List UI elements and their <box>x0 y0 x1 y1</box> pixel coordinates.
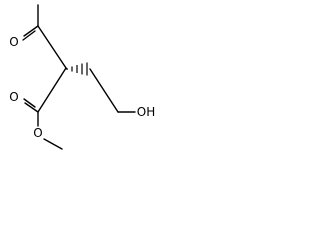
stereo-hashed-wedge <box>66 62 88 76</box>
hydroxyl-label: OH <box>137 105 155 119</box>
molecule-structure: O O O OH <box>9 4 155 150</box>
ester-carbonyl-oxygen-label: O <box>9 90 18 104</box>
bond-ketone-double-b <box>22 30 36 41</box>
bond-ch2-ch2 <box>89 68 119 113</box>
ketone-oxygen-label: O <box>9 35 18 49</box>
bond-ester-carbonyl-double-b <box>23 98 36 108</box>
bond-ketone-double-a <box>23 25 39 37</box>
bond-chiral-to-ester <box>37 67 67 113</box>
ester-ether-oxygen-label: O <box>33 126 42 140</box>
bond-ester-carbonyl-double-a <box>24 102 39 113</box>
bond-ketone-to-chiral <box>37 25 67 69</box>
bond-ester-o-methyl <box>43 138 63 150</box>
